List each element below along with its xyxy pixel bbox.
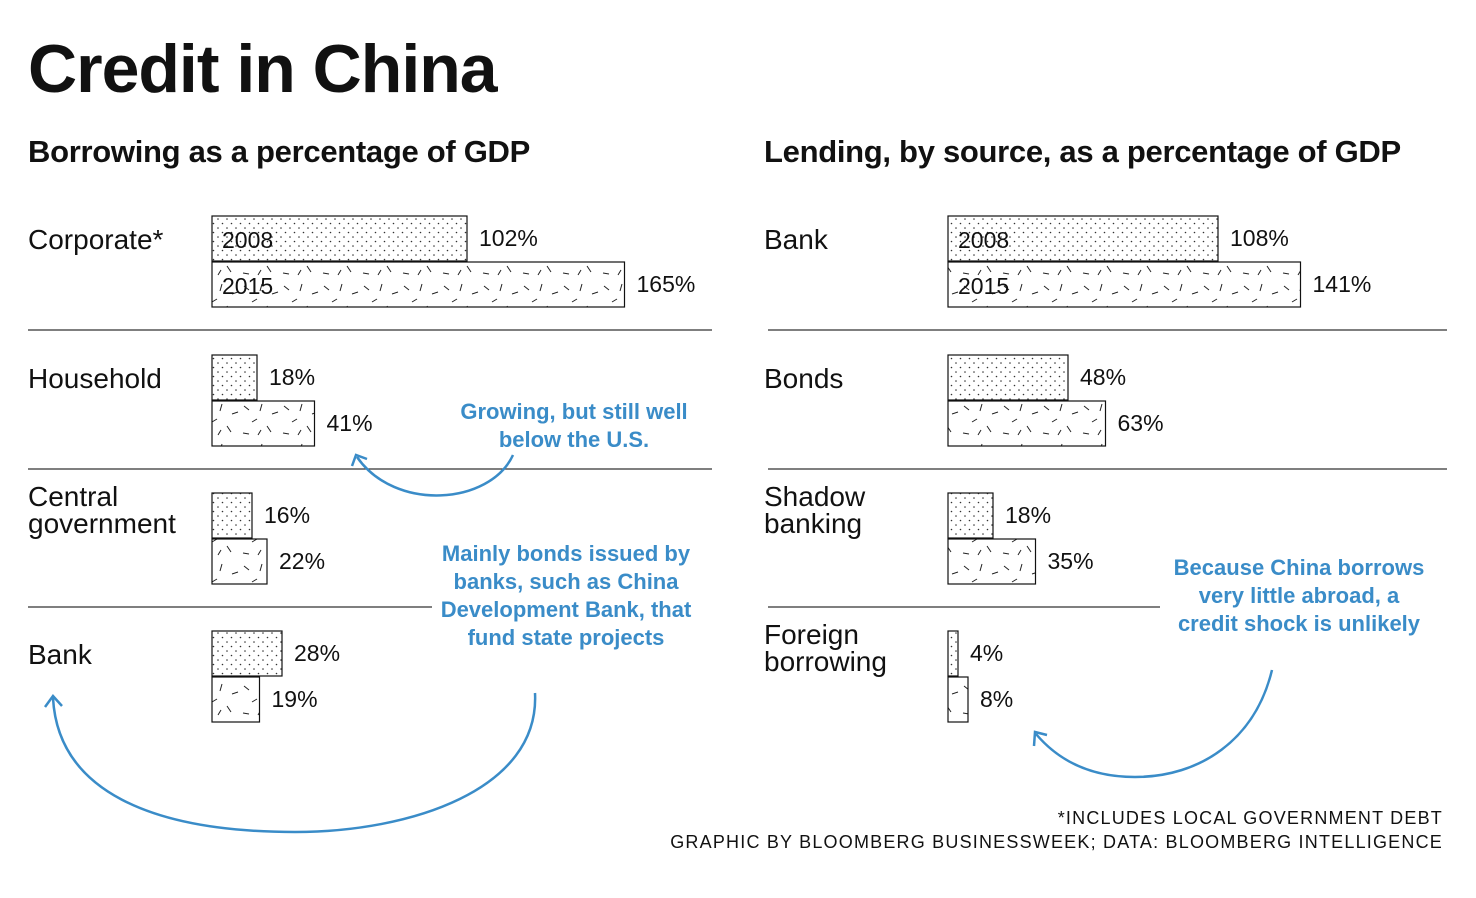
bar-2008 [211, 215, 468, 262]
value-label: 28% [294, 640, 341, 666]
value-label: 41% [326, 410, 373, 436]
category-label: Central government [28, 481, 176, 539]
bar-2008 [947, 354, 1069, 401]
arrowhead-icon [43, 694, 63, 708]
value-label: 19% [271, 686, 318, 712]
category-label: Bank [28, 639, 92, 670]
category-label: Corporate* [28, 224, 164, 255]
annotation-bank: Mainly bonds issued by banks, such as Ch… [440, 541, 692, 650]
arrowhead-icon [1032, 730, 1048, 747]
value-label: 18% [1005, 502, 1052, 528]
annotation-foreign: Because China borrows very little abroad… [1173, 555, 1425, 636]
bar-2008 [947, 492, 994, 539]
bar-2015 [211, 261, 626, 308]
bar-2015 [211, 400, 316, 447]
bar-2008 [211, 354, 258, 401]
value-label: 141% [1312, 271, 1372, 297]
bar-2015 [947, 676, 969, 723]
category-label: Shadow banking [764, 481, 866, 539]
page-title: Credit in China [28, 31, 498, 107]
value-label: 16% [264, 502, 311, 528]
household-arrow [355, 454, 515, 497]
category-label: Household [28, 363, 162, 394]
bar-2015 [947, 538, 1037, 585]
value-label: 22% [279, 548, 326, 574]
bar-2015 [211, 676, 261, 723]
bar-2015 [947, 400, 1107, 447]
value-label: 18% [269, 364, 316, 390]
dividers [28, 329, 1447, 608]
credit-line: GRAPHIC BY BLOOMBERG BUSINESSWEEK; DATA:… [670, 832, 1443, 852]
bar-2008 [947, 630, 959, 677]
series-label: 2015 [958, 273, 1010, 299]
value-label: 102% [479, 225, 538, 251]
foreign-arrow [1035, 669, 1274, 779]
left-chart-title: Borrowing as a percentage of GDP [28, 134, 531, 169]
category-label: Bonds [764, 363, 844, 394]
series-label: 2008 [222, 227, 274, 253]
category-label: Foreign borrowing [764, 619, 887, 677]
value-label: 8% [980, 686, 1014, 712]
value-label: 4% [970, 640, 1004, 666]
value-label: 165% [636, 271, 696, 297]
bar-2008 [947, 215, 1219, 262]
arrowhead-icon [350, 453, 368, 467]
right-chart-title: Lending, by source, as a percentage of G… [764, 134, 1401, 169]
value-label: 35% [1047, 548, 1094, 574]
bar-2015 [947, 261, 1302, 308]
value-label: 48% [1080, 364, 1127, 390]
bar-2008 [211, 630, 283, 677]
value-label: 63% [1117, 410, 1164, 436]
bar-2008 [211, 492, 253, 539]
footnote: *INCLUDES LOCAL GOVERNMENT DEBT [1057, 808, 1443, 828]
bar-2015 [211, 538, 268, 585]
annotation-household: Growing, but still well below the U.S. [460, 399, 688, 452]
bank-arrow [51, 692, 537, 834]
series-label: 2008 [958, 227, 1010, 253]
series-label: 2015 [222, 273, 274, 299]
category-label: Bank [764, 224, 828, 255]
value-label: 108% [1230, 225, 1289, 251]
